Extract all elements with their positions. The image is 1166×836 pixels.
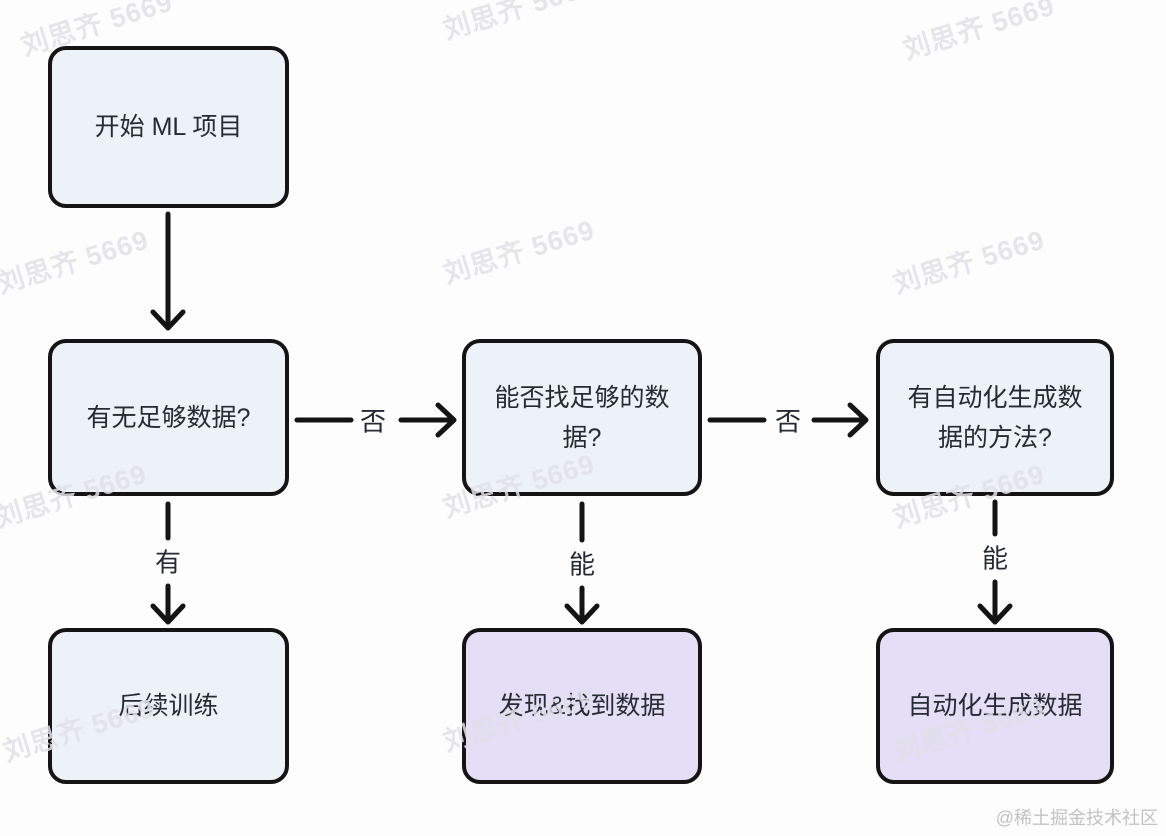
edge-label-no-2: 否 bbox=[774, 406, 802, 437]
arrow-can-find-to-discover-find bbox=[564, 501, 600, 625]
node-label: 自动化生成数据 bbox=[907, 692, 1083, 720]
node-can-find-enough-data: 能否找足够的数据? bbox=[462, 339, 702, 496]
edge-label-have: 有 bbox=[154, 547, 182, 578]
arrow-auto-method-to-auto-generate bbox=[977, 499, 1013, 625]
node-discover-find-data: 发现&找到数据 bbox=[462, 628, 702, 784]
edge-label-no-1: 否 bbox=[359, 406, 387, 437]
node-start-ml-project: 开始 ML 项目 bbox=[48, 46, 289, 208]
node-label: 开始 ML 项目 bbox=[94, 113, 243, 141]
node-label: 后续训练 bbox=[118, 692, 219, 720]
arrow-can-find-to-auto-method bbox=[707, 402, 869, 438]
node-has-auto-generation-method: 有自动化生成数据的方法? bbox=[876, 339, 1114, 496]
edge-label-can-1: 能 bbox=[568, 549, 596, 580]
node-continue-training: 后续训练 bbox=[48, 628, 289, 784]
node-auto-generate-data: 自动化生成数据 bbox=[876, 628, 1114, 784]
node-label: 发现&找到数据 bbox=[498, 692, 666, 720]
attribution-text: @稀土掘金技术社区 bbox=[995, 808, 1158, 828]
arrow-has-enough-to-can-find bbox=[294, 402, 457, 438]
node-label: 有自动化生成数据的方法? bbox=[907, 383, 1083, 452]
node-label: 能否找足够的数据? bbox=[494, 383, 670, 452]
arrow-has-enough-to-continue-training bbox=[150, 501, 186, 625]
edge-label-can-2: 能 bbox=[981, 543, 1009, 574]
node-label: 有无足够数据? bbox=[86, 403, 251, 432]
arrow-start-to-has-enough-data bbox=[150, 211, 186, 331]
node-has-enough-data: 有无足够数据? bbox=[48, 339, 289, 496]
